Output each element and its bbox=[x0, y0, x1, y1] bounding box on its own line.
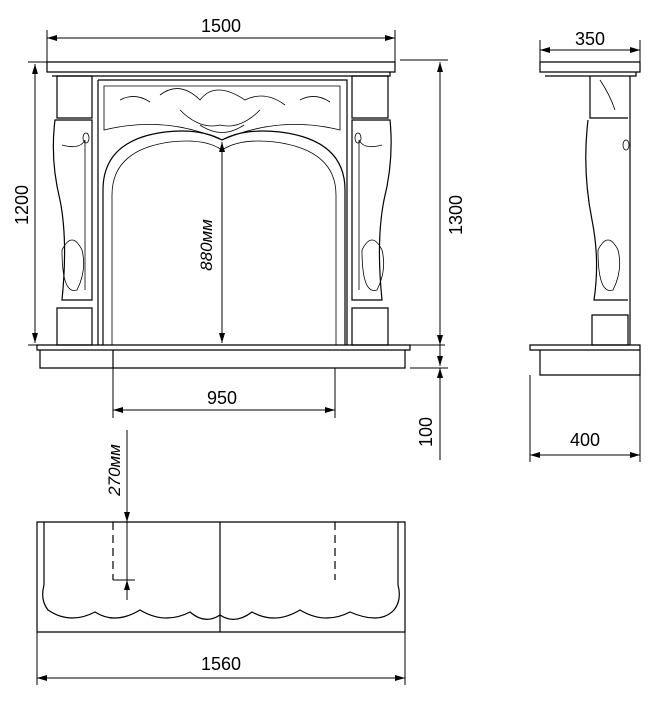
dim-base-1560: 1560 bbox=[201, 654, 241, 674]
dim-width-1500: 1500 bbox=[201, 16, 241, 36]
dim-height-1300: 1300 bbox=[446, 195, 466, 235]
right-leg bbox=[351, 75, 392, 346]
dim-opening-880: 880мм bbox=[197, 219, 216, 271]
dim-insert-270: 270мм bbox=[105, 444, 124, 497]
side-dimensions: 350 400 bbox=[529, 29, 641, 462]
left-leg bbox=[52, 75, 93, 346]
dim-opening-950: 950 bbox=[207, 388, 237, 408]
frieze-panel bbox=[97, 79, 348, 345]
top-view bbox=[36, 521, 406, 633]
firebox-arch bbox=[102, 130, 346, 345]
dim-base-100: 100 bbox=[416, 417, 436, 447]
side-view bbox=[529, 61, 641, 376]
dim-base-400: 400 bbox=[570, 430, 600, 450]
mantel-shelf bbox=[46, 61, 396, 77]
hearth-base bbox=[36, 344, 411, 369]
front-dimensions: 1500 1200 1300 880мм 950 100 bbox=[12, 16, 466, 460]
top-dimensions: 270мм 1560 bbox=[36, 430, 406, 685]
front-view bbox=[36, 61, 411, 369]
dim-height-1200: 1200 bbox=[12, 185, 32, 225]
carving-ornament bbox=[119, 88, 331, 133]
dim-shelf-350: 350 bbox=[575, 29, 605, 49]
